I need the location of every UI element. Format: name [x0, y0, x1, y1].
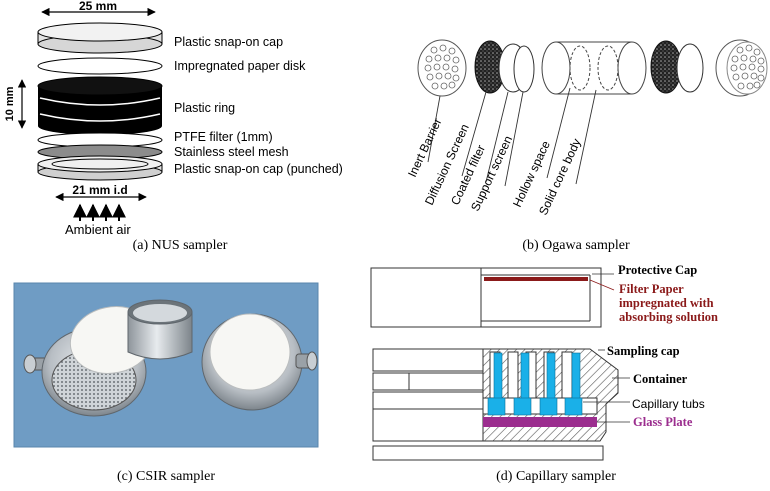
label-protective-cap: Protective Cap [618, 263, 697, 277]
solid-core-body [541, 41, 647, 95]
caption-c: (c) CSIR sampler [117, 469, 215, 484]
label-sampling-cap: Sampling cap [607, 344, 680, 358]
label-ptfe-filter: PTFE filter (1mm) [174, 130, 273, 144]
support-screen-left [513, 45, 535, 93]
width-dimension-label: 25 mm [79, 0, 117, 13]
bottom-cap-part [37, 155, 163, 181]
label-paper-disk: Impregnated paper disk [174, 59, 306, 73]
label-filter-line2: impregnated with [619, 296, 714, 310]
glass-plate [483, 417, 597, 427]
panel-a-nus-sampler: 25 mm 10 mm [4, 0, 343, 253]
leader-filter [589, 279, 615, 291]
plastic-ring-part [37, 76, 163, 135]
label-filter-line1: Filter Paper [619, 282, 684, 296]
caption-b: (b) Ogawa sampler [522, 238, 630, 253]
inner-diameter-label: 21 mm i.d [72, 183, 127, 197]
metal-ring [127, 299, 193, 360]
diffusion-screen-right [650, 40, 682, 94]
ogawa-leader-lines [427, 87, 597, 187]
coated-filter-right [676, 43, 704, 93]
caption-d: (d) Capillary sampler [496, 469, 616, 484]
capillary-tubes [487, 352, 583, 416]
capillary-leader-lines [583, 349, 630, 423]
airflow-label: Ambient air [65, 222, 131, 237]
label-container: Container [633, 372, 688, 386]
label-steel-mesh: Stainless steel mesh [174, 145, 289, 159]
label-glass-plate: Glass Plate [633, 415, 693, 429]
label-cap-bottom: Plastic snap-on cap (punched) [174, 162, 343, 176]
label-cap-top: Plastic snap-on cap [174, 35, 283, 49]
paper-disk-part [37, 57, 163, 75]
label-plastic-ring: Plastic ring [174, 101, 235, 115]
label-filter-line3: absorbing solution [619, 310, 718, 324]
top-cap-part [37, 22, 163, 54]
inert-barrier-left [417, 39, 467, 97]
filter-paper-strip [484, 277, 588, 281]
height-dimension-label: 10 mm [4, 86, 16, 121]
inert-barrier-right [715, 39, 768, 97]
caption-a: (a) NUS sampler [133, 238, 228, 253]
protective-cap-drawing [370, 267, 602, 328]
panel-c-csir-sampler: (c) CSIR sampler [13, 282, 319, 484]
panel-d-capillary-sampler: Protective Cap Filter Paper impregnated … [370, 263, 718, 484]
panel-b-ogawa-sampler: Inert Barrier Diffusion Screen Coated fi… [405, 39, 768, 253]
label-capillary-tubs: Capillary tubs [632, 397, 705, 411]
paper-holder [201, 313, 318, 411]
airflow-arrows [73, 203, 126, 221]
